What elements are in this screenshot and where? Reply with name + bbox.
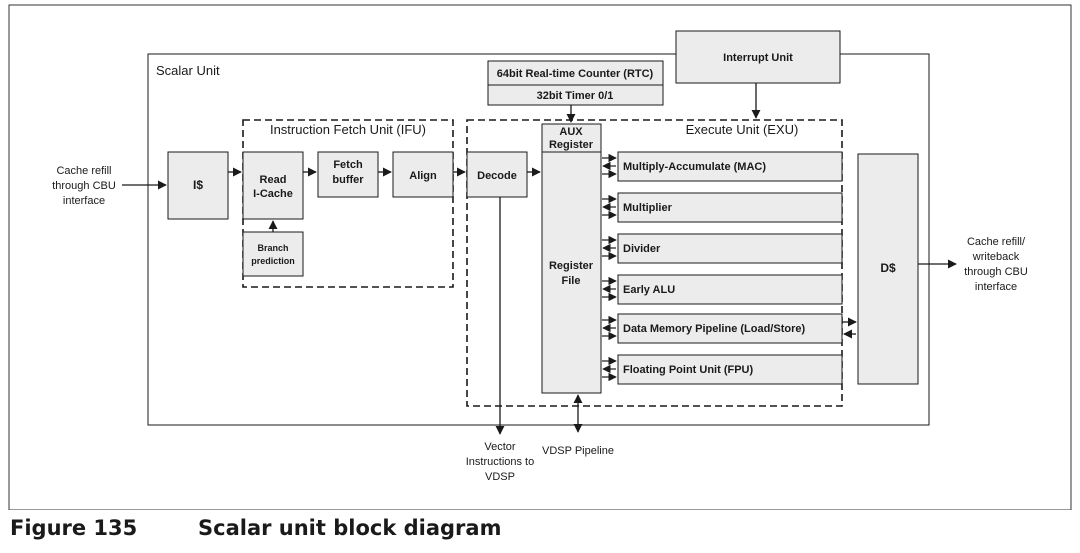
scalar-unit-box: [147, 53, 930, 426]
cache-refill-out-label-1: Cache refill/: [967, 236, 1026, 248]
scalar-unit-label: Scalar Unit: [156, 63, 220, 78]
dcache-label: D$: [880, 261, 896, 275]
interrupt-unit-label: Interrupt Unit: [723, 52, 793, 64]
register-file-box: [541, 123, 602, 394]
unit-dmp-label: Data Memory Pipeline (Load/Store): [623, 323, 805, 335]
align-label: Align: [409, 170, 437, 182]
cache-refill-out-label-2: writeback: [972, 251, 1020, 263]
unit-fpu-label: Floating Point Unit (FPU): [623, 364, 753, 376]
align-box: [392, 151, 454, 198]
register-file-label-1: Register: [549, 260, 594, 272]
unit-dmp-box: [617, 313, 843, 344]
exu-label: Execute Unit (EXU): [686, 122, 799, 137]
vector-instructions-label-3: VDSP: [485, 471, 515, 483]
aux-register-label-2: Register: [549, 139, 594, 151]
read-icache-label-1: Read: [260, 174, 287, 186]
rtc-label: 64bit Real-time Counter (RTC): [497, 68, 654, 80]
icache-label: I$: [193, 178, 203, 192]
connectors: [122, 83, 957, 435]
figure-number: Figure 135: [10, 516, 138, 540]
fetch-buffer-label-2: buffer: [332, 174, 364, 186]
timer-label: 32bit Timer 0/1: [537, 90, 614, 102]
unit-divider-box: [617, 233, 843, 264]
cache-refill-out-label-4: interface: [975, 281, 1017, 293]
unit-fpu-box: [617, 354, 843, 385]
unit-early-alu-label: Early ALU: [623, 284, 675, 296]
vector-instructions-label-1: Vector: [484, 441, 516, 453]
unit-multiplier-label: Multiplier: [623, 202, 673, 214]
cache-refill-in-label-2: through CBU: [52, 180, 116, 192]
fetch-buffer-label-1: Fetch: [333, 159, 363, 171]
read-icache-box: [242, 151, 304, 220]
decode-label: Decode: [477, 170, 517, 182]
branch-prediction-label-2: prediction: [251, 256, 295, 266]
figure-title: Scalar unit block diagram: [198, 516, 502, 540]
vdsp-pipeline-label: VDSP Pipeline: [542, 445, 614, 457]
ifu-boundary: [242, 119, 454, 288]
unit-mac-box: [617, 151, 843, 182]
unit-divider-label: Divider: [623, 243, 661, 255]
cache-refill-out-label-3: through CBU: [964, 266, 1028, 278]
unit-early-alu-box: [617, 274, 843, 305]
branch-prediction-box: [242, 231, 304, 277]
cache-refill-in-label-1: Cache refill: [56, 165, 111, 177]
unit-arrows: [602, 153, 617, 382]
branch-prediction-label-1: Branch: [257, 243, 288, 253]
icache-box: [167, 151, 229, 220]
block-diagram: Scalar Unit Instruction Fetch Unit (IFU)…: [8, 4, 1072, 510]
dcache-box: [857, 153, 919, 385]
rtc-box: [487, 60, 664, 86]
read-icache-label-2: I-Cache: [253, 188, 293, 200]
register-file-label-2: File: [562, 275, 581, 287]
unit-multiplier-box: [617, 192, 843, 223]
timer-box: [487, 84, 664, 106]
vector-instructions-label-2: Instructions to: [466, 456, 534, 468]
unit-mac-label: Multiply-Accumulate (MAC): [623, 161, 766, 173]
decode-box: [466, 151, 528, 198]
interrupt-unit-box: [675, 30, 841, 84]
aux-register-label-1: AUX: [559, 126, 583, 138]
fetch-buffer-box: [317, 151, 379, 198]
ifu-label: Instruction Fetch Unit (IFU): [270, 122, 426, 137]
cache-refill-in-label-3: interface: [63, 195, 105, 207]
